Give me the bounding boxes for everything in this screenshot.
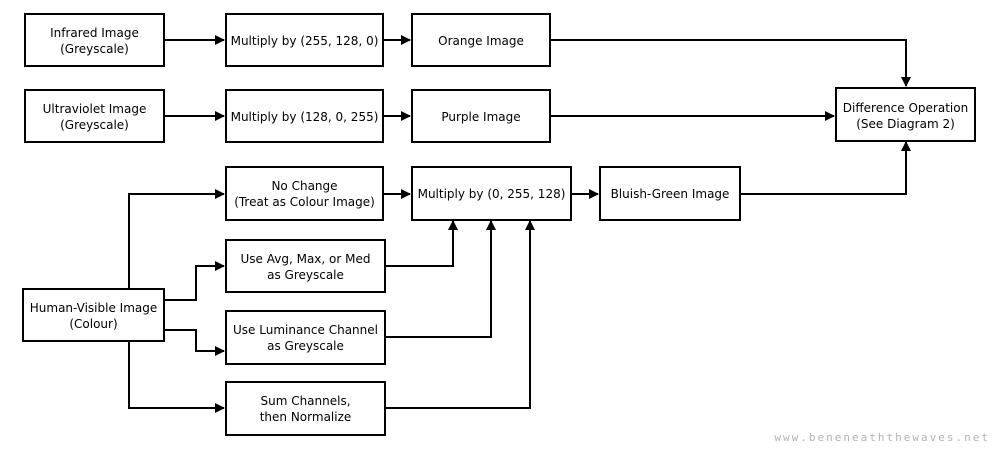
node-label-line: No Change <box>271 179 337 193</box>
node-label-line: Use Avg, Max, or Med <box>241 252 371 266</box>
arrow-human-to-avg-max-med <box>164 261 225 301</box>
infrared-image-box: Infrared Image (Greyscale) <box>24 13 165 67</box>
arrow-human-to-no-change <box>128 189 225 289</box>
node-label-line: Multiply by (128, 0, 255) <box>231 110 379 124</box>
node-label-line: (Greyscale) <box>60 42 129 56</box>
purple-image-box: Purple Image <box>411 89 551 143</box>
arrow-luminance-to-multiply-green <box>385 220 496 338</box>
luminance-channel-box: Use Luminance Channel as Greyscale <box>225 310 386 365</box>
multiply-purple-box: Multiply by (128, 0, 255) <box>225 89 384 143</box>
node-label-line: Difference Operation <box>843 101 968 115</box>
arrow-avg-max-med-to-multiply-green <box>385 220 458 267</box>
arrow-human-to-sum-channels <box>128 341 225 413</box>
node-label-line: Multiply by (0, 255, 128) <box>418 187 566 201</box>
no-change-box: No Change (Treat as Colour Image) <box>225 166 384 221</box>
node-label-line: Sum Channels, <box>260 394 350 408</box>
avg-max-med-box: Use Avg, Max, or Med as Greyscale <box>225 239 386 293</box>
node-label-line: Human-Visible Image <box>30 301 158 315</box>
arrow-sum-channels-to-multiply-green <box>385 220 535 409</box>
sum-channels-box: Sum Channels, then Normalize <box>225 381 386 436</box>
connectors <box>128 35 911 413</box>
arrow-bluish-green-to-difference <box>740 141 911 195</box>
orange-image-box: Orange Image <box>411 13 551 67</box>
arrow-orange-to-difference <box>550 39 911 87</box>
node-label-line: (See Diagram 2) <box>856 117 955 131</box>
node-label-line: then Normalize <box>260 410 352 424</box>
multiply-green-box: Multiply by (0, 255, 128) <box>411 166 572 221</box>
node-label-line: Multiply by (255, 128, 0) <box>231 34 379 48</box>
node-label-line: as Greyscale <box>267 268 344 282</box>
bluish-green-image-box: Bluish-Green Image <box>599 166 741 221</box>
site-watermark: www.beneneaththewaves.net <box>774 431 990 444</box>
human-visible-image-box: Human-Visible Image (Colour) <box>22 288 165 342</box>
node-label-line: Orange Image <box>438 34 524 48</box>
node-label-line: Ultraviolet Image <box>43 102 147 116</box>
node-label-line: (Greyscale) <box>60 118 129 132</box>
node-label-line: Use Luminance Channel <box>233 323 378 337</box>
node-label-line: (Colour) <box>69 317 117 331</box>
node-label-line: as Greyscale <box>267 339 344 353</box>
difference-operation-box: Difference Operation (See Diagram 2) <box>835 87 976 142</box>
node-label-line: Purple Image <box>441 110 520 124</box>
multiply-orange-box: Multiply by (255, 128, 0) <box>225 13 384 67</box>
arrow-human-to-luminance <box>164 329 225 356</box>
ultraviolet-image-box: Ultraviolet Image (Greyscale) <box>24 89 165 143</box>
node-label-line: Bluish-Green Image <box>611 187 730 201</box>
node-label-line: Infrared Image <box>50 26 139 40</box>
node-label-line: (Treat as Colour Image) <box>234 195 375 209</box>
